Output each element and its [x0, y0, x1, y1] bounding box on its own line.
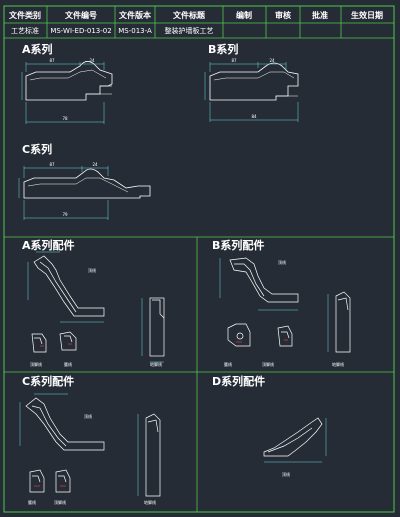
d-parts-label-top: 顶线 [282, 471, 290, 477]
d-parts-drawing [263, 417, 327, 463]
a-dim-width: 87 [49, 58, 55, 63]
header-val-title: 整装护墙板工艺 [165, 26, 214, 35]
c-parts-drawing [19, 393, 161, 497]
section-dividers [4, 236, 394, 512]
b-dim-total: 84 [251, 114, 257, 119]
c-parts-label-base: 地脚线 [144, 499, 156, 505]
header-col-title: 文件标题 [173, 10, 206, 20]
a-parts-label-waist: 腰线 [64, 361, 72, 367]
header-val-version: MS-013-A [118, 27, 152, 35]
c-parts-label-toe: 顶脚线 [54, 499, 66, 505]
a-dim-head: 24 [89, 58, 95, 63]
b-parts-label-top: 顶线 [278, 259, 286, 265]
c-series-profile: 87 24 79 [18, 162, 151, 220]
b-parts-label-waist: 腰线 [224, 361, 232, 367]
b-series-title: B系列 [208, 42, 238, 56]
header-col-version: 文件版本 [119, 10, 151, 20]
c-dim-total: 79 [62, 212, 68, 217]
a-dim-total: 78 [62, 116, 68, 121]
c-dim-head: 24 [92, 162, 98, 167]
header-col-number: 文件编号 [65, 10, 97, 20]
d-parts-title: D系列配件 [212, 374, 265, 388]
b-dim-head: 24 [269, 58, 275, 63]
a-parts-title: A系列配件 [22, 238, 75, 252]
b-parts-label-base: 地脚线 [332, 361, 344, 367]
header-col-approve: 批准 [312, 10, 328, 20]
c-series-title: C系列 [22, 142, 52, 156]
c-parts-label-waist: 腰线 [28, 499, 36, 505]
header-labels: 文件类别 文件编号 文件版本 文件标题 编制 审核 批准 生效日期 工艺标准 M… [9, 10, 383, 35]
b-parts-drawing [219, 257, 351, 353]
header-val-category: 工艺标准 [11, 26, 39, 35]
a-series-title: A系列 [22, 42, 53, 56]
b-parts-label-toe: 顶脚线 [262, 361, 274, 367]
a-series-profile: 87 24 78 [21, 58, 113, 124]
a-parts-label-base: 地脚线 [150, 361, 162, 367]
b-parts-title: B系列配件 [212, 238, 264, 252]
c-parts-title: C系列配件 [22, 374, 74, 388]
sheet-border [3, 5, 395, 513]
c-dim-width: 87 [49, 162, 55, 167]
header-col-review: 审核 [275, 10, 291, 20]
b-series-profile: 87 24 84 [204, 58, 299, 122]
a-parts-label-top: 顶线 [88, 267, 96, 273]
header-val-number: MS-WI-ED-013-02 [50, 27, 111, 35]
header-table [4, 6, 394, 39]
header-col-prepared: 编制 [236, 10, 252, 20]
b-dim-width: 87 [231, 58, 237, 63]
a-parts-drawing [27, 251, 165, 363]
header-col-category: 文件类别 [9, 10, 41, 20]
a-parts-label-toe: 顶脚线 [30, 361, 42, 367]
header-col-effective-date: 生效日期 [351, 10, 383, 20]
c-parts-label-top: 顶线 [84, 413, 92, 419]
